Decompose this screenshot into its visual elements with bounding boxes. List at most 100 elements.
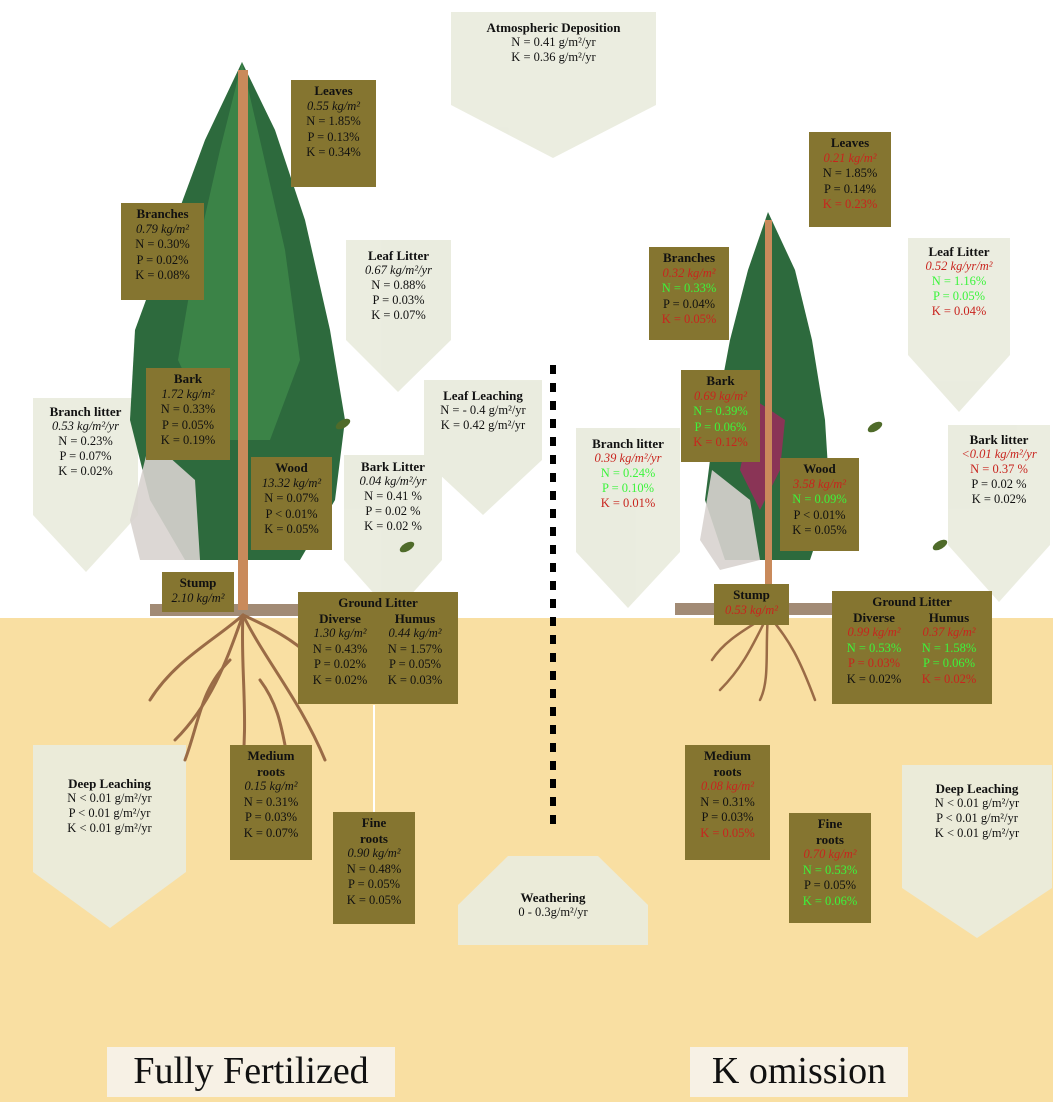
ff-deep-leaching: Deep Leaching N < 0.01 g/m²/yr P < 0.01 … — [33, 776, 186, 836]
ko-leaf-litter-k: K = 0.04% — [931, 304, 987, 318]
atmospheric-n: N = 0.41 g/m²/yr — [511, 35, 596, 49]
ko-medium-n: N = 0.31% — [700, 794, 755, 809]
ff-branch-litter-title: Branch litter — [49, 404, 122, 419]
ff-medium-roots-box: Medium roots 0.15 kg/m² N = 0.31% P = 0.… — [230, 745, 312, 860]
ko-branches-title: Branches — [663, 250, 715, 265]
ko-branches-weight: 0.32 kg/m² — [662, 265, 716, 280]
ff-deep-p: P < 0.01 g/m²/yr — [68, 806, 151, 820]
ko-medium-title2: roots — [713, 763, 742, 779]
ff-medium-k: K = 0.07% — [243, 825, 299, 840]
ff-wood-n: N = 0.07% — [264, 491, 319, 505]
ff-bark-litter-p: P = 0.02 % — [365, 504, 421, 518]
ko-fine-p: P = 0.05% — [803, 878, 857, 892]
ko-medium-title1: Medium — [704, 748, 751, 763]
ko-branches-p: P = 0.04% — [662, 296, 716, 311]
ko-diverse-n: N = 0.53% — [846, 640, 902, 655]
ff-fine-p: P = 0.05% — [347, 877, 401, 891]
ko-deep-p: P < 0.01 g/m²/yr — [936, 811, 1018, 825]
ko-bark-litter-p: P = 0.02 % — [971, 477, 1027, 491]
ff-branches-box: Branches 0.79 kg/m² N = 0.30% P = 0.02% … — [121, 203, 204, 300]
ff-bark-p: P = 0.05% — [161, 417, 215, 432]
ff-stump-weight: 2.10 kg/m² — [171, 590, 225, 605]
ko-diverse-weight: 0.99 kg/m² — [847, 625, 901, 639]
weathering-arrow — [458, 856, 648, 945]
ff-bark-box: Bark 1.72 kg/m² N = 0.33% P = 0.05% K = … — [146, 368, 230, 460]
ff-bark-litter-title: Bark Litter — [361, 459, 425, 474]
ko-humus-col: Humus 0.37 kg/m² N = 1.58% P = 0.06% K =… — [911, 610, 987, 688]
ko-branch-litter-k: K = 0.01% — [600, 496, 656, 510]
ko-leaves-title: Leaves — [830, 135, 870, 150]
ko-medium-weight: 0.08 kg/m² — [700, 779, 755, 793]
ff-bark-weight: 1.72 kg/m² — [161, 386, 215, 401]
ko-leaves-weight: 0.21 kg/m² — [823, 150, 877, 165]
ff-diverse-col: Diverse 1.30 kg/m² N = 0.43% P = 0.02% K… — [303, 611, 377, 689]
ko-fine-roots-box: Fine roots 0.70 kg/m² N = 0.53% P = 0.05… — [789, 813, 871, 923]
ff-medium-title2: roots — [257, 763, 285, 779]
ff-branches-k: K = 0.08% — [135, 268, 190, 282]
ff-medium-title1: Medium — [247, 748, 295, 763]
ko-deep-title: Deep Leaching — [935, 781, 1019, 796]
ff-bark-title: Bark — [173, 371, 203, 386]
atmospheric-arrow — [451, 12, 656, 158]
ko-branch-litter-p: P = 0.10% — [601, 481, 655, 495]
ko-fine-n: N = 0.53% — [802, 862, 858, 877]
ko-wood-p: P < 0.01% — [793, 507, 846, 522]
ff-bark-litter-n: N = 0.41 % — [364, 489, 422, 503]
ko-bark-k: K = 0.12% — [693, 435, 748, 449]
ko-leaves-k: K = 0.23% — [822, 197, 878, 211]
ff-leaf-litter-arrow — [346, 240, 451, 392]
ff-deep-n: N < 0.01 g/m²/yr — [67, 791, 152, 805]
atmospheric-k: K = 0.36 g/m²/yr — [511, 50, 596, 64]
ff-branches-title: Branches — [136, 206, 189, 221]
ff-wood-p: P < 0.01% — [265, 506, 318, 521]
ko-humus-weight: 0.37 kg/m² — [922, 625, 976, 639]
ff-diverse-n: N = 0.43% — [312, 641, 368, 656]
ko-diverse-p: P = 0.03% — [847, 656, 901, 670]
ff-leaves-n: N = 1.85% — [306, 114, 361, 128]
ff-medium-n: N = 0.31% — [243, 794, 299, 809]
ff-leaf-leaching: Leaf Leaching N = - 0.4 g/m²/yr K = 0.42… — [424, 388, 542, 433]
ko-branches-k: K = 0.05% — [661, 312, 717, 326]
ko-leaf-litter-weight: 0.52 kg/yr/m² — [925, 259, 993, 273]
ff-fine-weight: 0.90 kg/m² — [347, 846, 401, 860]
ff-wood-box: Wood 13.32 kg/m² N = 0.07% P < 0.01% K =… — [251, 457, 332, 550]
ff-humus-col: Humus 0.44 kg/m² N = 1.57% P = 0.05% K =… — [377, 611, 453, 689]
ff-medium-p: P = 0.03% — [244, 810, 298, 824]
ko-humus-k: K = 0.02% — [921, 671, 977, 686]
ff-deep-k: K < 0.01 g/m²/yr — [67, 821, 152, 835]
ko-fine-title1: Fine — [817, 816, 843, 831]
ff-bark-litter-k: K = 0.02 % — [364, 519, 422, 533]
ff-branches-weight: 0.79 kg/m² — [135, 221, 190, 236]
ko-bark-title: Bark — [706, 373, 735, 388]
ko-leaves-n: N = 1.85% — [822, 166, 878, 180]
ff-deep-leaching-arrow — [33, 745, 186, 928]
ko-wood-n: N = 0.09% — [792, 492, 847, 506]
ko-humus-p: P = 0.06% — [922, 656, 976, 670]
ko-humus-title: Humus — [928, 609, 970, 625]
ff-branch-litter-n: N = 0.23% — [58, 434, 113, 448]
ff-diverse-title: Diverse — [319, 610, 361, 626]
ko-deep-n: N < 0.01 g/m²/yr — [934, 796, 1020, 810]
ko-branch-litter-arrow — [576, 428, 680, 608]
ko-bark-n: N = 0.39% — [693, 404, 748, 418]
ff-leaf-leaching-arrow — [424, 380, 542, 515]
ff-leaves-weight: 0.55 kg/m² — [306, 98, 361, 113]
ff-bark-litter: Bark Litter 0.04 kg/m²/yr N = 0.41 % P =… — [344, 459, 442, 534]
ff-leaf-litter-n: N = 0.88% — [371, 278, 426, 292]
ko-leaf-litter-arrow — [908, 238, 1010, 412]
ko-scenario-label: K omission — [690, 1047, 908, 1097]
ko-bark-litter-n: N = 0.37 % — [970, 462, 1028, 476]
ff-stump-title: Stump — [179, 575, 217, 590]
ff-branches-n: N = 0.30% — [135, 237, 190, 251]
ff-fine-title1: Fine — [361, 815, 387, 830]
ko-diverse-col: Diverse 0.99 kg/m² N = 0.53% P = 0.03% K… — [837, 610, 911, 688]
ff-branch-litter-weight: 0.53 kg/m²/yr — [52, 419, 119, 433]
ko-wood-box: Wood 3.58 kg/m² N = 0.09% P < 0.01% K = … — [780, 458, 859, 551]
ff-deep-title: Deep Leaching — [68, 776, 151, 791]
ff-humus-title: Humus — [394, 610, 436, 626]
ko-stump-title: Stump — [733, 587, 770, 602]
ko-wood-weight: 3.58 kg/m² — [792, 476, 847, 491]
ko-branch-litter-n: N = 0.24% — [600, 466, 656, 480]
